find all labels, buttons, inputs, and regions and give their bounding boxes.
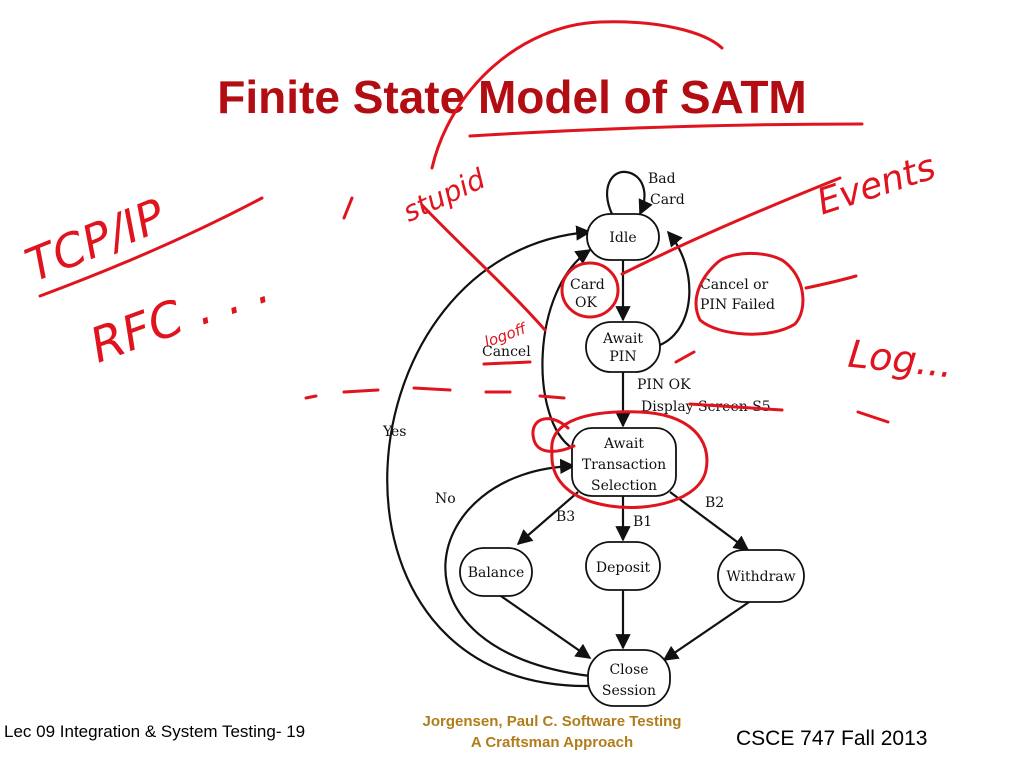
node-await-pin-label-1: Await <box>602 331 643 347</box>
ink-text-events: Events <box>812 147 941 224</box>
edge-label-b1: B1 <box>633 514 652 530</box>
edge-label-cancel-or: Cancel or <box>700 277 769 293</box>
ink-tick <box>342 196 354 220</box>
ink-dash-6 <box>688 402 784 412</box>
edge-label-yes: Yes <box>382 424 407 440</box>
node-balance <box>459 547 533 597</box>
ink-stupid-pointer <box>420 203 547 332</box>
ink-circle-card-ok <box>560 261 620 319</box>
edge-label-card-ok-2: OK <box>575 295 597 311</box>
node-await-pin-label-2: PIN <box>609 349 636 365</box>
node-idle <box>586 213 660 261</box>
edge-balance-close <box>497 593 592 659</box>
edge-label-pin-failed: PIN Failed <box>700 297 775 313</box>
ink-title-underline <box>468 122 864 138</box>
edge-label-b2: B2 <box>705 495 724 511</box>
node-withdraw <box>717 549 805 603</box>
node-withdraw-label: Withdraw <box>726 569 795 585</box>
footer-citation-line-1: Jorgensen, Paul C. Software Testing <box>422 713 682 730</box>
ink-tcpip-underline <box>38 196 264 298</box>
node-await-pin <box>585 321 661 373</box>
node-idle-label: Idle <box>609 230 636 246</box>
node-deposit-label: Deposit <box>596 560 651 576</box>
ink-small-loop <box>531 417 576 453</box>
ink-dash-3 <box>412 386 452 392</box>
node-await-txn-label-1: Await <box>603 436 644 452</box>
footer-citation-line-2: A Craftsman Approach <box>470 734 634 751</box>
ink-dash-right <box>804 274 858 290</box>
ink-dash-5 <box>538 394 566 400</box>
ink-text-tcpip: TCP/IP <box>18 188 173 292</box>
ink-dash-1 <box>304 394 318 400</box>
edge-bad-card <box>606 170 653 216</box>
ink-annotations <box>38 20 890 509</box>
footer-lecture: Lec 09 Integration & System Testing- 19 <box>4 722 306 741</box>
edge-no <box>444 458 591 678</box>
node-close-label-2: Session <box>602 683 656 699</box>
node-close-session <box>587 649 671 707</box>
ink-dash-2 <box>342 388 380 394</box>
edge-withdraw-close <box>662 599 753 661</box>
edge-label-card: Card <box>650 192 685 208</box>
node-deposit <box>585 541 661 591</box>
node-await-txn-label-3: Selection <box>591 478 657 494</box>
ink-text-stupid: stupid <box>398 162 491 229</box>
ink-text-rfc: RFC . . . <box>83 258 277 374</box>
edge-b2 <box>669 491 750 551</box>
edge-label-no: No <box>435 491 456 507</box>
edge-label-pin-ok: PIN OK <box>637 377 691 393</box>
ink-circle-await-transaction <box>550 410 709 509</box>
edge-label-bad: Bad <box>648 171 676 187</box>
footer-course: CSCE 747 Fall 2013 <box>736 727 928 750</box>
footer-citation: Jorgensen, Paul C. Software Testing A Cr… <box>392 711 712 753</box>
ink-events-pointer <box>620 176 842 276</box>
slide-title: Finite State Model of SATM <box>217 71 807 123</box>
ink-circle-pin-failed <box>694 251 805 336</box>
node-close-label-1: Close <box>609 662 648 678</box>
node-await-txn-label-2: Transaction <box>582 457 666 473</box>
node-await-transaction <box>571 427 677 497</box>
edge-b3 <box>516 491 579 546</box>
edge-yes <box>386 225 592 688</box>
edge-label-b3: B3 <box>556 509 575 525</box>
edge-label-card-ok-1: Card <box>570 277 605 293</box>
ink-pin-dash <box>674 350 696 364</box>
ink-text-login: Log... <box>846 332 955 387</box>
edge-label-display-screen: Display Screen S5 <box>641 399 771 415</box>
node-balance-label: Balance <box>468 565 525 581</box>
ink-arc-over-title <box>430 20 724 170</box>
edge-label-cancel: Cancel <box>482 344 531 360</box>
ink-cancel-underline <box>482 360 532 366</box>
ink-dash-7 <box>856 410 890 424</box>
